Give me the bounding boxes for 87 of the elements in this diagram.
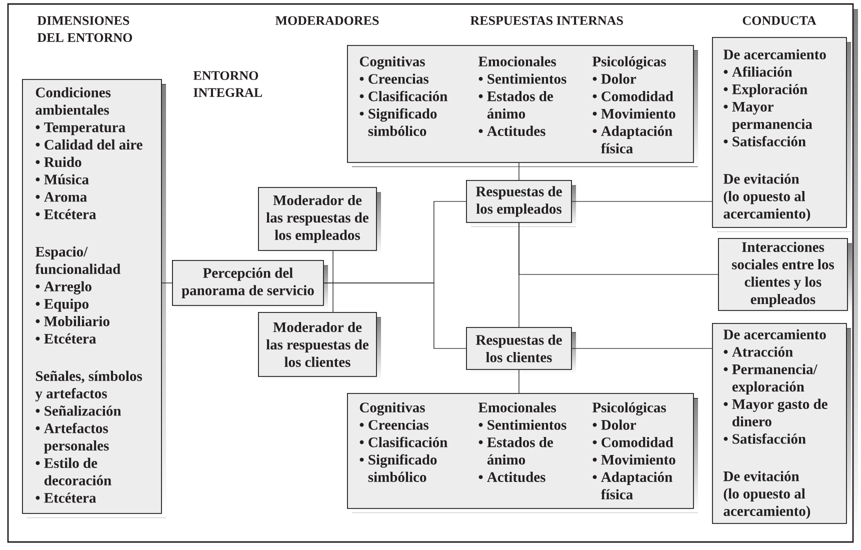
connector-line [518, 370, 520, 394]
bullet-item: • Satisfacción [724, 136, 806, 146]
bullet-item: • Significado simbólico [360, 454, 437, 482]
box-text: Respuestas de los clientes [476, 334, 562, 362]
bullet-item: • Comodidad [592, 91, 674, 102]
bullet-item: • Equipo [36, 298, 88, 312]
bullet-item: • Etcétera [36, 333, 96, 344]
section-heading: ENTORNO INTEGRAL [193, 71, 262, 97]
response-box [466, 327, 576, 374]
bullet-item: • Artefactos personales [36, 422, 109, 454]
list-heading: Cognitivas [360, 56, 425, 70]
bullet-item: • Movimiento [592, 108, 676, 119]
bullet-item: • Adaptación física [592, 472, 672, 500]
bullet-item: • Sentimientos [478, 74, 566, 84]
connector-line [572, 201, 712, 202]
bullet-item: • Etcétera [36, 492, 96, 503]
list-heading: De evitación [723, 174, 800, 184]
box-text: Moderador de las respuestas de los empleados [266, 194, 368, 243]
connector-line [518, 222, 718, 275]
connector-line [162, 282, 172, 284]
bullet-item: • Estilo de decoración [36, 458, 112, 486]
behavior-box [712, 323, 851, 528]
perception-box [172, 260, 328, 310]
bullet-item: • Significado simbólico [360, 108, 437, 136]
bullet-item: • Mayor gasto de dinero [724, 398, 828, 426]
moderator-box [258, 312, 381, 381]
bullet-item: • Actitudes [478, 472, 546, 482]
list-heading: De acercamiento [723, 329, 826, 340]
connector-line [572, 348, 712, 349]
bullet-item: • Clasificación [360, 436, 448, 448]
bullet-item: • Mobiliario [36, 316, 110, 326]
bullet-item: • Permanencia/ exploración [724, 364, 818, 395]
bullet-item: • Dolor [592, 74, 636, 84]
bullet-item: • Estados de ánimo [478, 437, 553, 465]
bullet-item: • Dolor [592, 420, 636, 430]
bullet-item: • Temperatura [36, 122, 126, 136]
bullet-item: • Movimiento [592, 454, 676, 465]
list-heading: Emocionales [478, 56, 556, 66]
list-heading: De acercamiento [723, 49, 826, 60]
bullet-item: • Exploración [724, 84, 808, 98]
list-heading: Cognitivas [360, 402, 425, 416]
box-text: Moderador de las respuestas de los clientes [266, 322, 368, 367]
box-text: Interacciones sociales entre los clientes y los empleados [732, 242, 834, 308]
section-heading: DIMENSIONES DEL ENTORNO [37, 16, 132, 42]
bullet-item: • Mayor permanencia [724, 102, 812, 132]
bullet-item: • Comodidad [592, 437, 674, 448]
bullet-item: • Sentimientos [478, 420, 566, 430]
bullet-item: • Calidad del aire [36, 139, 142, 150]
list-heading: Psicológicas [592, 402, 666, 416]
bullet-item: • Estados de ánimo [478, 91, 553, 119]
list-heading: Espacio/ funcionalidad [35, 246, 120, 274]
bullet-item: • Ruido [36, 156, 82, 168]
responses-box [347, 393, 698, 513]
section-heading: CONDUCTA [742, 16, 816, 25]
bullet-item: • Satisfacción [724, 433, 806, 444]
section-heading: MODERADORES [275, 16, 379, 25]
note-text: (lo opuesto al acercamiento) [724, 191, 810, 222]
bullet-item: • Señalización [36, 406, 122, 416]
note-text: (lo opuesto al acercamiento) [724, 488, 810, 519]
bullet-item: • Creencias [360, 74, 428, 84]
box-text: Percepción del panorama de servicio [182, 268, 314, 298]
bullet-item: • Clasificación [360, 90, 448, 102]
connector-line [332, 250, 334, 312]
bullet-item: • Arreglo [36, 281, 92, 294]
responses-box [347, 45, 698, 167]
list-box [22, 79, 166, 518]
list-heading: Emocionales [478, 402, 556, 412]
list-heading: Psicológicas [592, 56, 666, 70]
list-heading: Condiciones ambientales [36, 87, 111, 115]
bullet-item: • Actitudes [478, 126, 546, 136]
bullet-item: • Música [36, 174, 89, 184]
list-heading: Señales, símbolos y artefactos [35, 370, 142, 402]
bullet-item: • Adaptación física [592, 126, 672, 154]
bullet-item: • Creencias [360, 420, 428, 430]
list-heading: De evitación [723, 470, 800, 482]
bullet-item: • Aroma [36, 192, 87, 202]
behavior-box [712, 37, 851, 232]
section-heading: RESPUESTAS INTERNAS [470, 16, 623, 25]
moderator-box [258, 187, 381, 255]
bullet-item: • Atracción [724, 346, 793, 357]
box-text: Respuestas de los empleados [476, 186, 562, 217]
connector-line [324, 282, 466, 349]
bullet-item: • Etcétera [36, 208, 96, 220]
connector-line [518, 162, 520, 180]
bullet-item: • Afiliación [724, 66, 792, 77]
interaction-box [718, 238, 852, 315]
response-box [466, 180, 576, 227]
